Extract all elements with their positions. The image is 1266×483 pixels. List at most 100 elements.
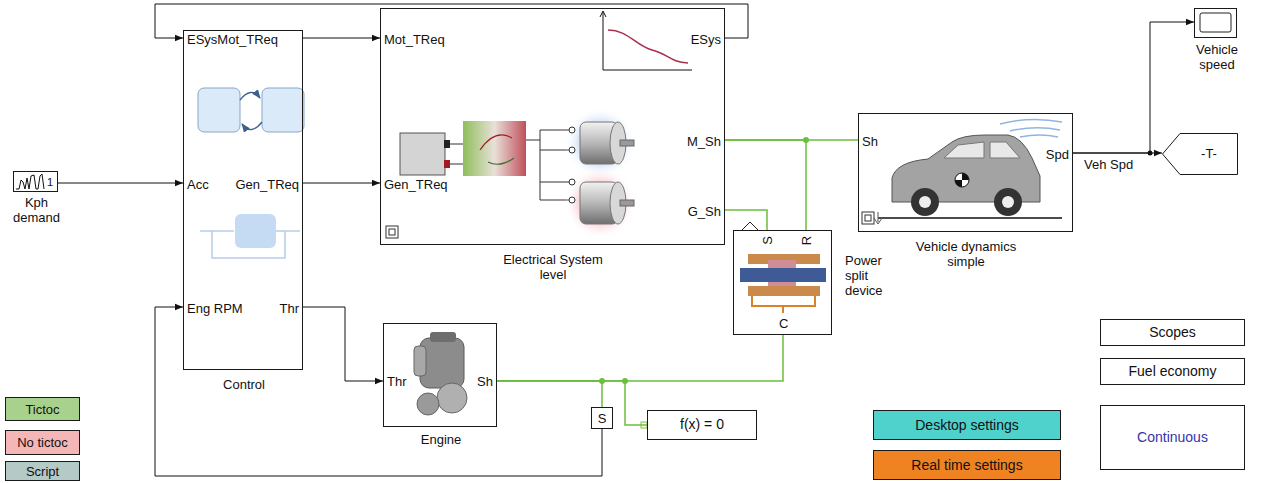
tag-label: -T- [1180, 146, 1238, 161]
goto-tag: -T- [1162, 133, 1238, 175]
button-text: Scopes [1149, 325, 1196, 340]
controller-icon [235, 214, 276, 248]
efficiency-curve-icon [600, 11, 606, 17]
controller-icon [200, 230, 234, 232]
block-label: Control [184, 377, 304, 392]
engine-icon [414, 346, 426, 376]
vehicle-icon [878, 217, 1062, 219]
port-number: 1 [47, 175, 53, 190]
button-text: Real time settings [911, 458, 1022, 473]
battery-converter-motors [389, 229, 395, 235]
port-label: Thr [387, 374, 407, 389]
battery-converter-motors [620, 200, 634, 206]
planetary-gear-icon [752, 296, 815, 313]
signal-builder-icon [16, 174, 44, 189]
vehicle-icon [1002, 196, 1014, 208]
battery-converter-motors [620, 140, 634, 146]
signal-builder-icon [16, 174, 44, 189]
goto-outline [1162, 133, 1238, 175]
port-label: R [799, 236, 814, 245]
battery-converter-motors [564, 167, 636, 239]
block-symbol: S [592, 411, 612, 426]
port-label: Eng RPM [187, 301, 243, 316]
junction-dots [599, 137, 1153, 384]
signal-line [303, 307, 383, 381]
physical-connection [725, 210, 767, 230]
vehicle-icon [911, 188, 939, 216]
engine-icon [420, 338, 464, 388]
button: Script [5, 461, 80, 481]
vehicle-subsystem: ShSpdVehicle dynamics simple [858, 113, 1073, 232]
efficiency-curve-icon [603, 12, 692, 70]
planetary-gear-icon [742, 222, 758, 230]
vehicle-icon [919, 196, 931, 208]
block-label: Electrical System level [503, 252, 603, 282]
port-label: Sh [862, 134, 878, 149]
battery-converter-motors [444, 140, 450, 148]
scope-block: Vehicle speed [1194, 8, 1237, 38]
engine-icon [417, 393, 439, 415]
port-label: Acc [187, 177, 209, 192]
stateflow-icon [240, 92, 260, 100]
button-text: Continuous [1137, 430, 1208, 445]
signal-name: Veh Spd [1082, 157, 1135, 172]
button: Real time settings [873, 450, 1061, 480]
efficiency-curve-icon [600, 11, 692, 70]
stateflow-icon [198, 88, 240, 132]
signal-line [155, 307, 602, 476]
button: Tictoc [5, 397, 80, 421]
battery-converter-motors [444, 160, 450, 168]
battery-converter-motors [488, 158, 514, 164]
sensor-block: S [591, 407, 613, 429]
button-text: Fuel economy [1129, 364, 1217, 379]
vehicle-icon [944, 142, 1020, 158]
vehicle-icon [874, 212, 882, 224]
button-text: Script [26, 464, 59, 479]
vehicle-icon [865, 215, 871, 221]
controller-icon [276, 230, 300, 232]
battery-converter-motors [386, 226, 398, 238]
battery-converter-motors [450, 144, 463, 145]
button-text: Tictoc [25, 402, 59, 417]
battery-converter-motors [569, 179, 575, 185]
battery-converter-motors [450, 164, 463, 165]
planetary-gear-icon [748, 286, 820, 296]
button: Fuel economy [1100, 358, 1245, 385]
signal-line [1073, 153, 1162, 154]
battery-converter-motors [386, 107, 636, 239]
block-label: Kph demand [6, 195, 67, 225]
button: Scopes [1100, 319, 1245, 346]
button-text: No tictoc [17, 435, 68, 450]
vehicle-icon [955, 173, 969, 187]
port-label: G_Sh [688, 204, 721, 219]
battery-converter-motors [463, 121, 526, 176]
block-label: Vehicle speed [1186, 42, 1248, 72]
controller-icon [200, 214, 300, 258]
signal-source: 1Kph demand [13, 171, 58, 192]
solver-block: f(x) = 0 [647, 410, 757, 440]
battery-converter-motors [569, 147, 575, 153]
block-label: Power split device [845, 253, 895, 298]
vehicle-icon [862, 212, 874, 224]
physical-connection [497, 381, 647, 425]
control-subsystem: ESysMot_TReqAccGen_TReqEng RPMThrControl [183, 30, 303, 370]
scope-screen [1200, 13, 1231, 32]
goto-outline [1163, 134, 1238, 175]
signal-line [1073, 22, 1194, 153]
vehicle-icon [892, 135, 1040, 202]
block-label: Engine [384, 432, 498, 447]
button: Continuous [1100, 405, 1245, 470]
battery-converter-motors [569, 197, 575, 203]
port-label: Gen_TReq [235, 177, 299, 192]
port-label: S [760, 236, 775, 245]
vehicle-icon [955, 173, 969, 187]
button: No tictoc [5, 430, 80, 455]
block-symbol: f(x) = 0 [648, 417, 756, 432]
battery-converter-motors [480, 135, 512, 150]
vehicle-icon [994, 188, 1022, 216]
port-label: Thr [280, 301, 300, 316]
engine-block: ThrShEngine [383, 323, 497, 427]
